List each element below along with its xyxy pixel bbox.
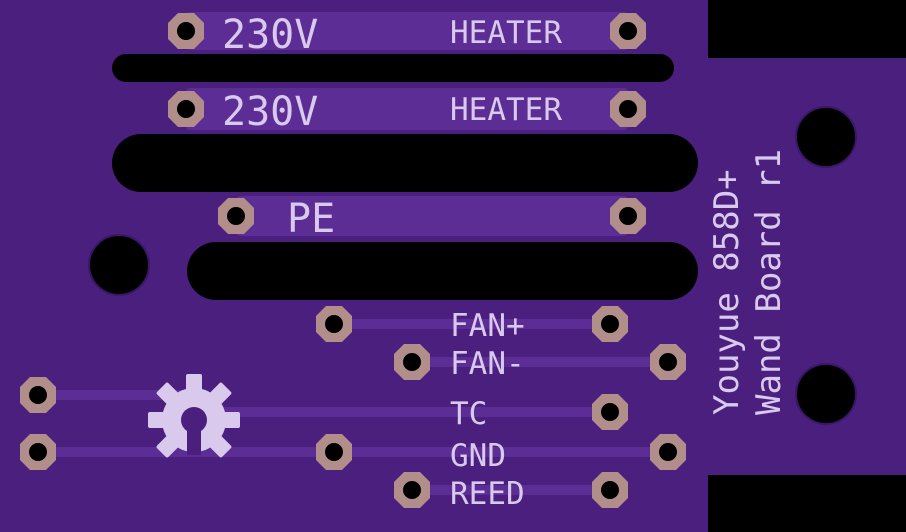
- pad-reed-left: [394, 472, 430, 508]
- pad-fan-plus-right: [592, 306, 628, 342]
- label-fan-minus: FAN-: [450, 346, 525, 382]
- board-title: Youyue 858D+: [707, 169, 747, 415]
- milled-slots: [112, 54, 698, 300]
- label-heater1-name: HEATER: [450, 15, 562, 51]
- pad-fan-minus-left: [394, 344, 430, 380]
- pad-gnd-middle: [316, 434, 352, 470]
- pad-fan-minus-right: [650, 344, 686, 380]
- slot-3: [187, 242, 698, 300]
- label-heater2-name: HEATER: [450, 92, 562, 128]
- pad-heater1-right: [610, 13, 646, 49]
- open-hardware-gear-icon: [148, 374, 240, 458]
- trace-pe: [236, 196, 628, 236]
- trace-heater-1: [186, 12, 628, 50]
- mounting-holes: [88, 106, 857, 425]
- pad-heater2-right: [610, 91, 646, 127]
- mounting-hole-top-right: [795, 106, 857, 168]
- mounting-hole-bottom-right: [795, 363, 857, 425]
- label-fan-plus: FAN+: [450, 308, 525, 344]
- pad-pe-right: [610, 198, 646, 234]
- pad-tc-left: [20, 377, 56, 413]
- pad-heater1-left: [168, 13, 204, 49]
- mounting-hole-left: [88, 234, 150, 296]
- label-tc: TC: [450, 396, 487, 432]
- label-reed: REED: [450, 476, 525, 512]
- pad-heater2-left: [168, 91, 204, 127]
- label-pe: PE: [287, 196, 335, 242]
- slot-2: [112, 134, 698, 192]
- pad-reed-right: [592, 472, 628, 508]
- pad-gnd-left: [20, 434, 56, 470]
- label-heater1-voltage: 230V: [222, 12, 318, 58]
- pad-pe-left: [218, 198, 254, 234]
- label-heater2-voltage: 230V: [222, 89, 318, 135]
- pads: [20, 13, 686, 508]
- silkscreen-labels: 230V HEATER 230V HEATER PE FAN+ FAN- TC …: [222, 12, 789, 512]
- pad-gnd-right: [650, 434, 686, 470]
- pad-fan-plus-left: [316, 306, 352, 342]
- power-traces: [186, 12, 628, 236]
- pad-tc-right: [592, 394, 628, 430]
- slot-1: [112, 54, 674, 82]
- label-gnd: GND: [450, 438, 506, 474]
- trace-heater-2: [186, 88, 628, 130]
- board-subtitle: Wand Board r1: [749, 149, 789, 415]
